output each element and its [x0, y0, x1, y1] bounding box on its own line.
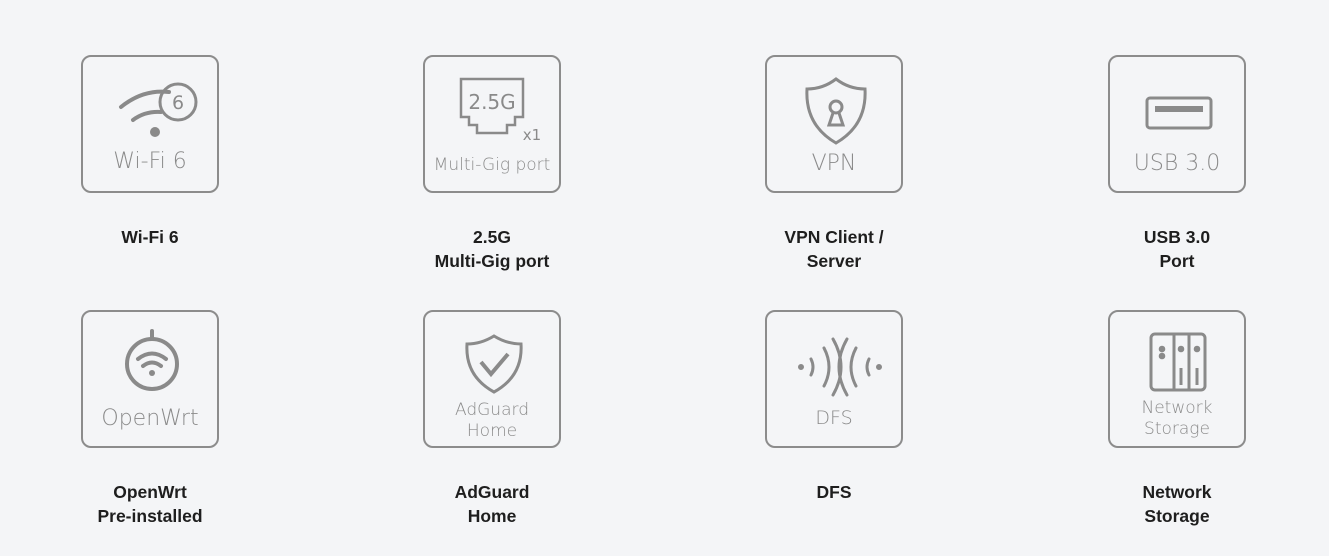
port-count: x1	[523, 126, 541, 144]
wifi6-icon: 6 Wi-Fi 6	[81, 55, 219, 193]
feature-label: 2.5G Multi-Gig port	[434, 227, 550, 271]
port-text: 2.5G	[468, 90, 515, 114]
usb-port-icon: USB 3.0	[1108, 55, 1246, 193]
box-text: Wi-Fi 6	[113, 149, 187, 174]
shield-keyhole-icon: VPN	[765, 55, 903, 193]
feature-label: USB 3.0 Port	[1143, 227, 1211, 271]
box-text: USB 3.0	[1133, 151, 1221, 176]
feature-wifi6: 6 Wi-Fi 6 Wi-Fi 6	[30, 55, 270, 249]
feature-vpn: VPN VPN Client / Server	[714, 55, 954, 273]
ethernet-port-icon: 2.5G x1 Multi-Gig port	[423, 55, 561, 193]
box-text: OpenWrt	[101, 406, 199, 431]
box-text: Network Storage	[1141, 398, 1213, 439]
feature-label: VPN Client / Server	[784, 227, 884, 271]
feature-usb: USB 3.0 USB 3.0 Port	[1057, 55, 1297, 273]
shield-check-icon: AdGuard Home	[423, 310, 561, 448]
feature-multigig: 2.5G x1 Multi-Gig port 2.5G Multi-Gig po…	[372, 55, 612, 273]
feature-adguard: AdGuard Home AdGuard Home	[372, 310, 612, 528]
box-text: Multi-Gig port	[433, 155, 551, 175]
radar-wave-icon: DFS	[765, 310, 903, 448]
feature-label: Wi-Fi 6	[121, 227, 179, 247]
feature-dfs: DFS DFS	[714, 310, 954, 504]
wifi-badge: 6	[172, 92, 184, 114]
box-text: AdGuard Home	[455, 400, 529, 441]
feature-label: AdGuard Home	[454, 482, 530, 526]
box-text: VPN	[811, 151, 857, 176]
feature-label: OpenWrt Pre-installed	[97, 482, 203, 526]
box-text: DFS	[815, 407, 853, 429]
nas-storage-icon: Network Storage	[1108, 310, 1246, 448]
openwrt-logo-icon: OpenWrt	[81, 310, 219, 448]
feature-label: Network Storage	[1142, 482, 1212, 526]
feature-label: DFS	[816, 482, 852, 502]
feature-network-storage: Network Storage Network Storage	[1057, 310, 1297, 528]
feature-openwrt: OpenWrt OpenWrt Pre-installed	[30, 310, 270, 528]
